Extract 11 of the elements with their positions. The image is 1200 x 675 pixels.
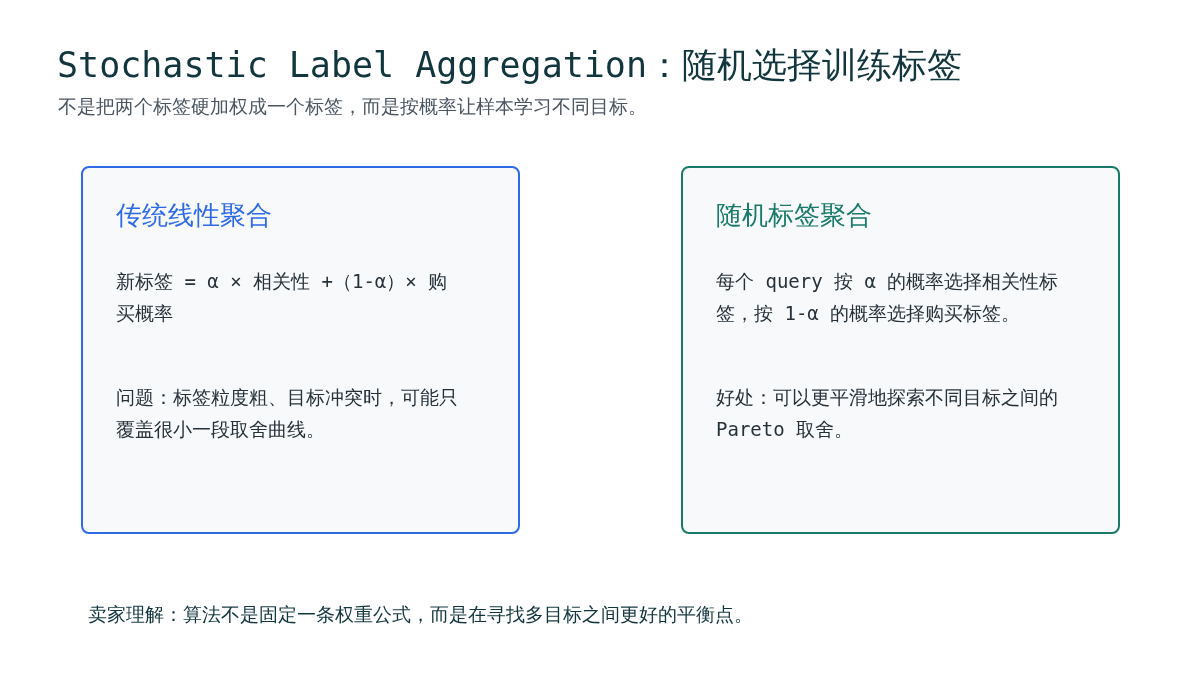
note: 卖家理解：算法不是固定一条权重公式，而是在寻找多目标之间更好的平衡点。 <box>88 602 753 627</box>
card-note: 好处：可以更平滑地探索不同目标之间的 Pareto 取舍。 <box>716 385 1059 442</box>
subtitle: 不是把两个标签硬加权成一个标签，而是按概率让样本学习不同目标。 <box>58 94 647 119</box>
card-heading: 传统线性聚合 <box>116 199 272 232</box>
card <box>81 166 520 534</box>
title: Stochastic Label Aggregation：随机选择训练标签 <box>57 44 962 87</box>
card-heading: 随机标签聚合 <box>716 199 872 232</box>
card-text: 每个 query 按 α 的概率选择相关性标签，按 1-α 的概率选择购买标签。 <box>716 269 1060 326</box>
card-text: 新标签 = α × 相关性 +（1-α）× 购买概率 <box>116 269 449 326</box>
card-note: 问题：标签粒度粗、目标冲突时，可能只覆盖很小一段取舍曲线。 <box>116 385 459 442</box>
card <box>681 166 1120 534</box>
